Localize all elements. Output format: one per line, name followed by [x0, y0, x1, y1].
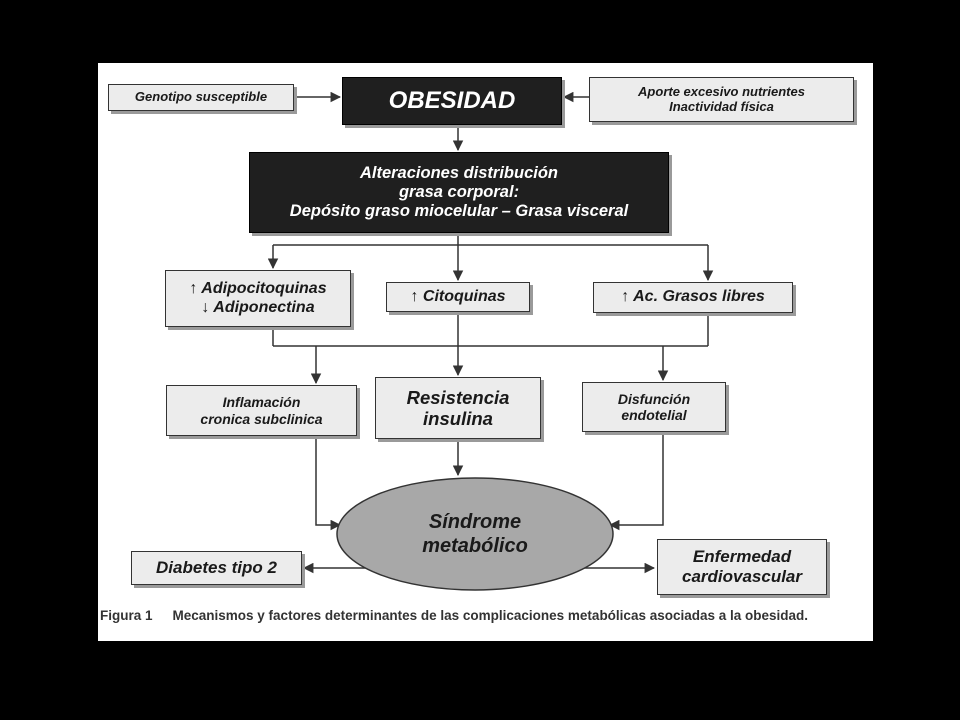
disfuncion-line-1: Disfunción [617, 390, 691, 407]
aporte-line-2: Inactividad física [669, 98, 774, 114]
aporte-box: Aporte excesivo nutrientes Inactividad f… [589, 77, 854, 122]
sindrome-line-2: metabólico [422, 535, 528, 557]
inflamacion-box: Inflamación cronica subclinica [166, 385, 357, 436]
adipocitoquinas-line-1: ↑ Adipocitoquinas [189, 280, 327, 298]
resistencia-box: Resistencia insulina [375, 377, 541, 439]
arrow-disfuncion-sindrome [608, 433, 664, 531]
enfermedad-line-2: cardiovascular [681, 567, 802, 586]
obesidad-label: OBESIDAD [388, 87, 516, 115]
caption-label: Figura 1 [100, 608, 153, 623]
resistencia-line-2: insulina [423, 408, 493, 429]
sindrome-ellipse-shape [336, 477, 614, 591]
alteraciones-line-1: Alteraciones distribución [359, 164, 559, 183]
sindrome-line-1: Síndrome [428, 511, 522, 533]
caption-text: Mecanismos y factores determinantes de l… [172, 608, 809, 623]
acidos-box: ↑ Ac. Grasos libres [593, 282, 793, 313]
arrow-inflamacion-sindrome [315, 437, 342, 531]
adiponectina-line: ↓ Adiponectina [201, 298, 315, 316]
aporte-line-1: Aporte excesivo nutrientes [638, 83, 805, 99]
citoquinas-label: ↑ Citoquinas [410, 287, 506, 305]
enfermedad-line-1: Enfermedad [692, 547, 792, 567]
figure-caption: Figura 1 Mecanismos y factores determinan… [100, 608, 875, 623]
adipocitoquinas-box: ↑ Adipocitoquinas ↓ Adiponectina [165, 270, 351, 327]
inflamacion-line-1: Inflamación [222, 394, 301, 411]
genotipo-box: Genotipo susceptible [108, 84, 294, 111]
alteraciones-line-3: Depósito graso miocelular – Grasa viscer… [289, 201, 629, 220]
acidos-label: ↑ Ac. Grasos libres [621, 288, 765, 306]
disfuncion-line-2: endotelial [621, 407, 687, 423]
citoquinas-box: ↑ Citoquinas [386, 282, 530, 312]
resistencia-line-1: Resistencia [406, 386, 510, 408]
obesidad-box: OBESIDAD [342, 77, 562, 125]
diabetes-box: Diabetes tipo 2 [131, 551, 302, 585]
enfermedad-box: Enfermedad cardiovascular [657, 539, 827, 595]
disfuncion-box: Disfunción endotelial [582, 382, 726, 432]
sindrome-node: Síndrome metabólico [337, 478, 613, 590]
diabetes-label: Diabetes tipo 2 [156, 558, 277, 578]
alteraciones-line-2: grasa corporal: [398, 183, 520, 202]
alteraciones-box: Alteraciones distribución grasa corporal… [249, 152, 669, 233]
inflamacion-line-2: cronica subclinica [200, 410, 323, 427]
genotipo-label: Genotipo susceptible [134, 89, 268, 105]
